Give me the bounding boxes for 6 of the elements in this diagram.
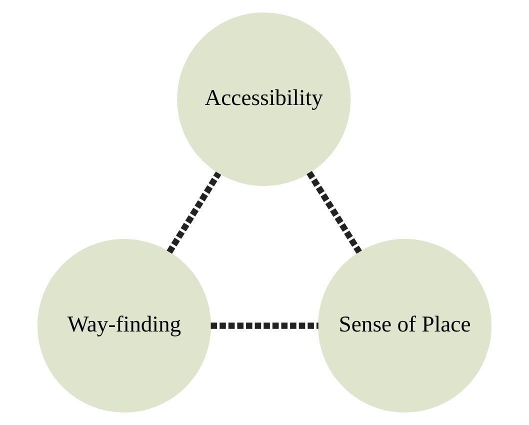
connector — [210, 322, 318, 329]
connector — [166, 172, 222, 254]
node-circle: Way-finding — [37, 238, 212, 413]
connector — [306, 170, 362, 254]
node-circle: Accessibility — [177, 12, 351, 186]
node-circle: Sense of Place — [318, 238, 492, 413]
